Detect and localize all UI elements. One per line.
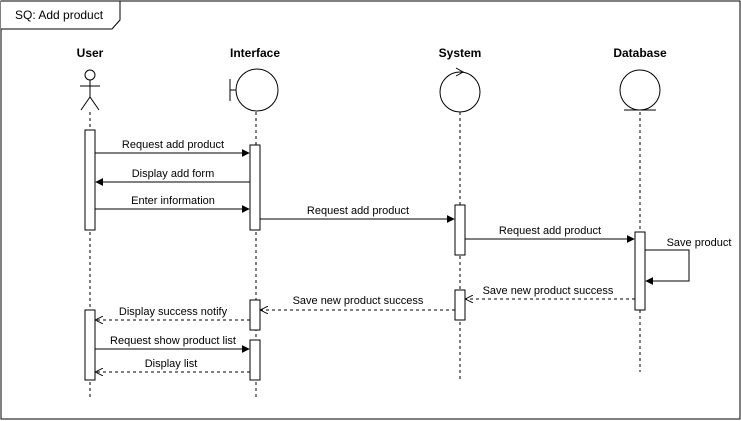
message-label: Display add form — [132, 168, 215, 180]
activation-system-1 — [454, 204, 466, 256]
participant-label-system: System — [439, 46, 482, 60]
activation-interface-2 — [249, 299, 261, 331]
frame-title: SQ: Add product — [15, 8, 104, 22]
message-label: Enter information — [131, 195, 215, 207]
activations — [84, 129, 646, 381]
message-label: Request add product — [122, 139, 224, 151]
boundary-icon — [229, 68, 279, 112]
message-label: Request show product list — [110, 335, 236, 347]
message-label: Display success notify — [119, 306, 228, 318]
self-message-arrow — [645, 249, 690, 285]
message-label: Save new product success — [293, 295, 424, 307]
actor-icon — [80, 69, 100, 111]
frame-title-tab — [1, 0, 121, 30]
message-label: Save new product success — [483, 285, 614, 297]
message-label: Request add product — [307, 205, 409, 217]
participant-label-user: User — [77, 46, 104, 60]
activation-interface-1 — [249, 144, 261, 231]
message-label: Display list — [145, 358, 198, 370]
participant-label-interface: Interface — [230, 46, 280, 60]
self-message-label: Save product — [667, 237, 732, 249]
activation-user-2 — [84, 309, 96, 381]
activation-interface-3 — [249, 339, 261, 381]
activation-system-2 — [454, 289, 466, 321]
activation-database-1 — [634, 231, 646, 311]
entity-icon — [619, 69, 661, 111]
message-label: Request add product — [499, 225, 601, 237]
participant-label-database: Database — [613, 46, 667, 60]
activation-user-1 — [84, 129, 96, 231]
